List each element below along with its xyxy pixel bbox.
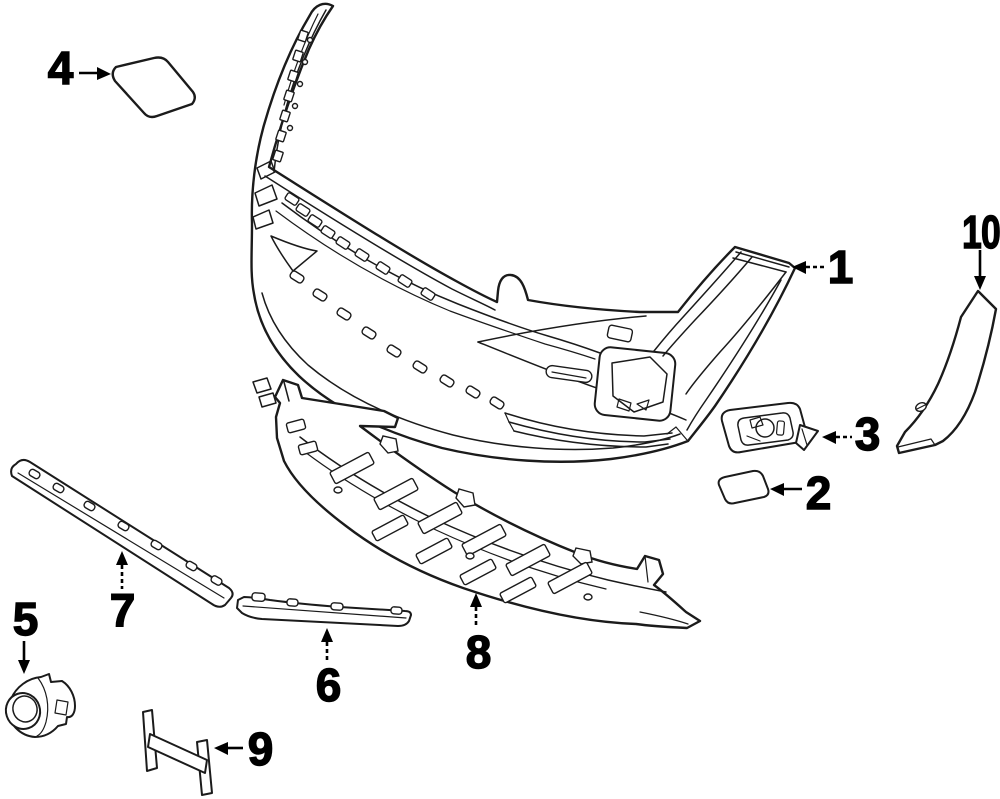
- callout-7-label[interactable]: 7: [109, 583, 136, 636]
- callout-10[interactable]: 10: [961, 205, 1000, 290]
- part-7-trim-strip: [10, 458, 234, 608]
- callout-8-label[interactable]: 8: [465, 625, 492, 678]
- callout-8[interactable]: 8: [465, 593, 492, 679]
- part-3-fog-lamp-bracket: [720, 401, 819, 454]
- bumper-horn-clips: [272, 29, 314, 163]
- callout-8-arrowhead: [470, 593, 482, 607]
- under-cover-ribs: [329, 451, 593, 604]
- callout-2-arrowhead: [770, 483, 784, 496]
- callout-3-label[interactable]: 3: [854, 407, 881, 460]
- callout-6[interactable]: 6: [315, 628, 342, 712]
- callout-1-label[interactable]: 1: [827, 240, 854, 293]
- part-5-park-sensor: [4, 673, 76, 738]
- part-9-bracket: [142, 709, 213, 796]
- callout-6-arrowhead: [321, 628, 333, 642]
- bumper-lower-grille: [504, 412, 673, 448]
- callout-9-label[interactable]: 9: [247, 722, 274, 775]
- callout-4-label[interactable]: 4: [47, 41, 75, 94]
- callout-4[interactable]: 4: [47, 41, 111, 95]
- part-10-corner-molding: [895, 289, 998, 455]
- callout-1-arrowhead: [792, 261, 806, 274]
- bumper-fog-lamp-opening: [545, 324, 677, 422]
- trim-strip-tabs: [28, 468, 223, 586]
- fog-bracket-wedge: [795, 424, 819, 451]
- callout-3-arrowhead: [822, 431, 836, 444]
- callout-5-arrowhead: [18, 660, 30, 674]
- callout-7[interactable]: 7: [109, 551, 136, 637]
- part-1-front-bumper-cover: [250, 2, 797, 463]
- part-4-tow-hook-cover: [111, 56, 196, 119]
- callout-9[interactable]: 9: [214, 722, 274, 776]
- callout-5-label[interactable]: 5: [12, 592, 39, 645]
- callout-10-arrowhead: [974, 276, 986, 290]
- part-2-cover-cap: [717, 469, 770, 505]
- callout-4-arrowhead: [97, 67, 111, 80]
- callout-2-label[interactable]: 2: [805, 466, 832, 519]
- callout-1[interactable]: 1: [792, 240, 854, 294]
- corner-molding-outline: [895, 289, 998, 455]
- callout-3[interactable]: 3: [822, 407, 881, 461]
- part-8-under-cover: [273, 378, 702, 630]
- callout-7-arrowhead: [116, 551, 128, 565]
- bumper-face-clips: [284, 192, 505, 410]
- bracket-crossbar: [147, 733, 208, 774]
- tow-hook-cover-outline: [111, 56, 196, 119]
- callout-6-label[interactable]: 6: [315, 658, 342, 711]
- callout-2[interactable]: 2: [770, 466, 832, 520]
- part-6-lower-molding: [236, 592, 412, 627]
- callout-5[interactable]: 5: [12, 592, 39, 674]
- callout-9-arrowhead: [214, 742, 228, 755]
- callout-10-label[interactable]: 10: [961, 205, 1000, 258]
